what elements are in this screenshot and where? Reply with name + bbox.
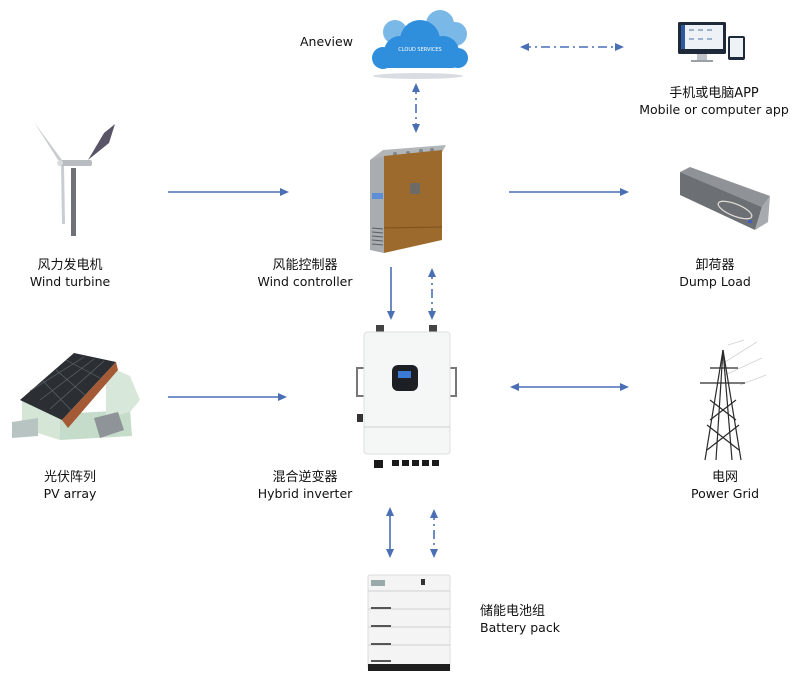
power-grid-label-en: Power Grid: [691, 486, 759, 502]
wind-controller-label-zh: 风能控制器: [272, 258, 338, 273]
battery-pack-label-en: Battery pack: [480, 620, 560, 636]
power-grid-label: 电网 Power Grid: [680, 470, 770, 502]
tablet-icon: [728, 36, 745, 60]
power-grid-label-zh: 电网: [711, 470, 738, 485]
cloud-label: Aneview: [300, 34, 353, 49]
hybrid-inverter-label: 混合逆变器 Hybrid inverter: [245, 470, 365, 502]
wind-turbine-label: 风力发电机 Wind turbine: [20, 258, 120, 290]
pv-array-label: 光伏阵列 PV array: [20, 470, 120, 502]
app-label-zh: 手机或电脑APP: [669, 86, 759, 101]
cloud-badge: CLOUD SERVICES: [398, 47, 441, 53]
dump-load-label-en: Dump Load: [679, 274, 751, 290]
dump-load-label-zh: 卸荷器: [695, 258, 735, 273]
hybrid-inverter-label-zh: 混合逆变器: [272, 470, 338, 485]
dump-load-label: 卸荷器 Dump Load: [665, 258, 765, 290]
hybrid-inverter-label-en: Hybrid inverter: [257, 486, 353, 502]
monitor-icon: [678, 22, 726, 62]
wind-controller-label-en: Wind controller: [257, 274, 353, 290]
pv-array-label-en: PV array: [43, 486, 97, 502]
cloud-icon: [372, 20, 468, 69]
wind-controller-label: 风能控制器 Wind controller: [250, 258, 360, 290]
app-label: 手机或电脑APP Mobile or computer app: [634, 86, 794, 118]
battery-pack-label-zh: 储能电池组: [480, 604, 546, 619]
app-label-en: Mobile or computer app: [639, 102, 789, 118]
pv-array-label-zh: 光伏阵列: [43, 470, 96, 485]
battery-pack-label: 储能电池组 Battery pack: [480, 604, 570, 636]
wind-turbine-label-zh: 风力发电机: [37, 258, 103, 273]
wind-turbine-label-en: Wind turbine: [29, 274, 111, 290]
